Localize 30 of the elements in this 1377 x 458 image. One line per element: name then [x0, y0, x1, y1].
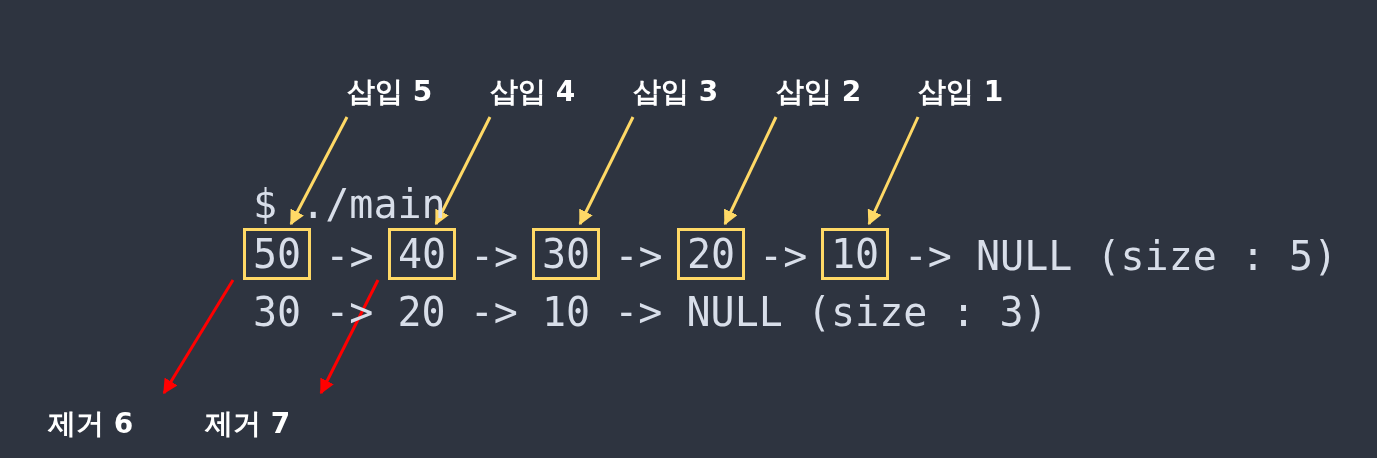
highlight-box	[821, 228, 889, 280]
remove-label: 제거 6	[48, 407, 158, 443]
arrow-text: ->	[469, 232, 519, 280]
arrow	[578, 116, 635, 226]
list-value: 50	[252, 232, 302, 276]
list-value: 40	[397, 232, 447, 276]
highlight-box	[243, 228, 311, 280]
highlight-box	[532, 228, 600, 280]
arrow	[289, 116, 349, 226]
arrow	[434, 116, 492, 226]
highlight-box	[388, 228, 456, 280]
arrow-text: ->	[325, 232, 374, 280]
list-value: 10	[830, 232, 880, 276]
insert-label: 삽입 4	[490, 75, 586, 109]
arrow-text: ->	[759, 232, 808, 280]
arrow	[162, 279, 235, 395]
insert-label: 삽입 1	[918, 75, 1014, 109]
list-tail: NULL (size : 5)	[976, 232, 1338, 280]
arrow-text: ->	[903, 232, 952, 280]
arrow	[867, 116, 920, 226]
list-value: 30	[541, 232, 591, 276]
shell-command: $ ./main	[253, 180, 446, 228]
insert-label: 삽입 2	[776, 75, 872, 109]
arrow-text: ->	[614, 232, 663, 280]
insert-label: 삽입 5	[347, 75, 443, 109]
remove-label: 제거 7	[205, 407, 315, 443]
highlight-box	[677, 228, 745, 280]
list-value: 20	[686, 232, 736, 276]
arrow	[723, 116, 778, 226]
insert-label: 삽입 3	[633, 75, 729, 109]
